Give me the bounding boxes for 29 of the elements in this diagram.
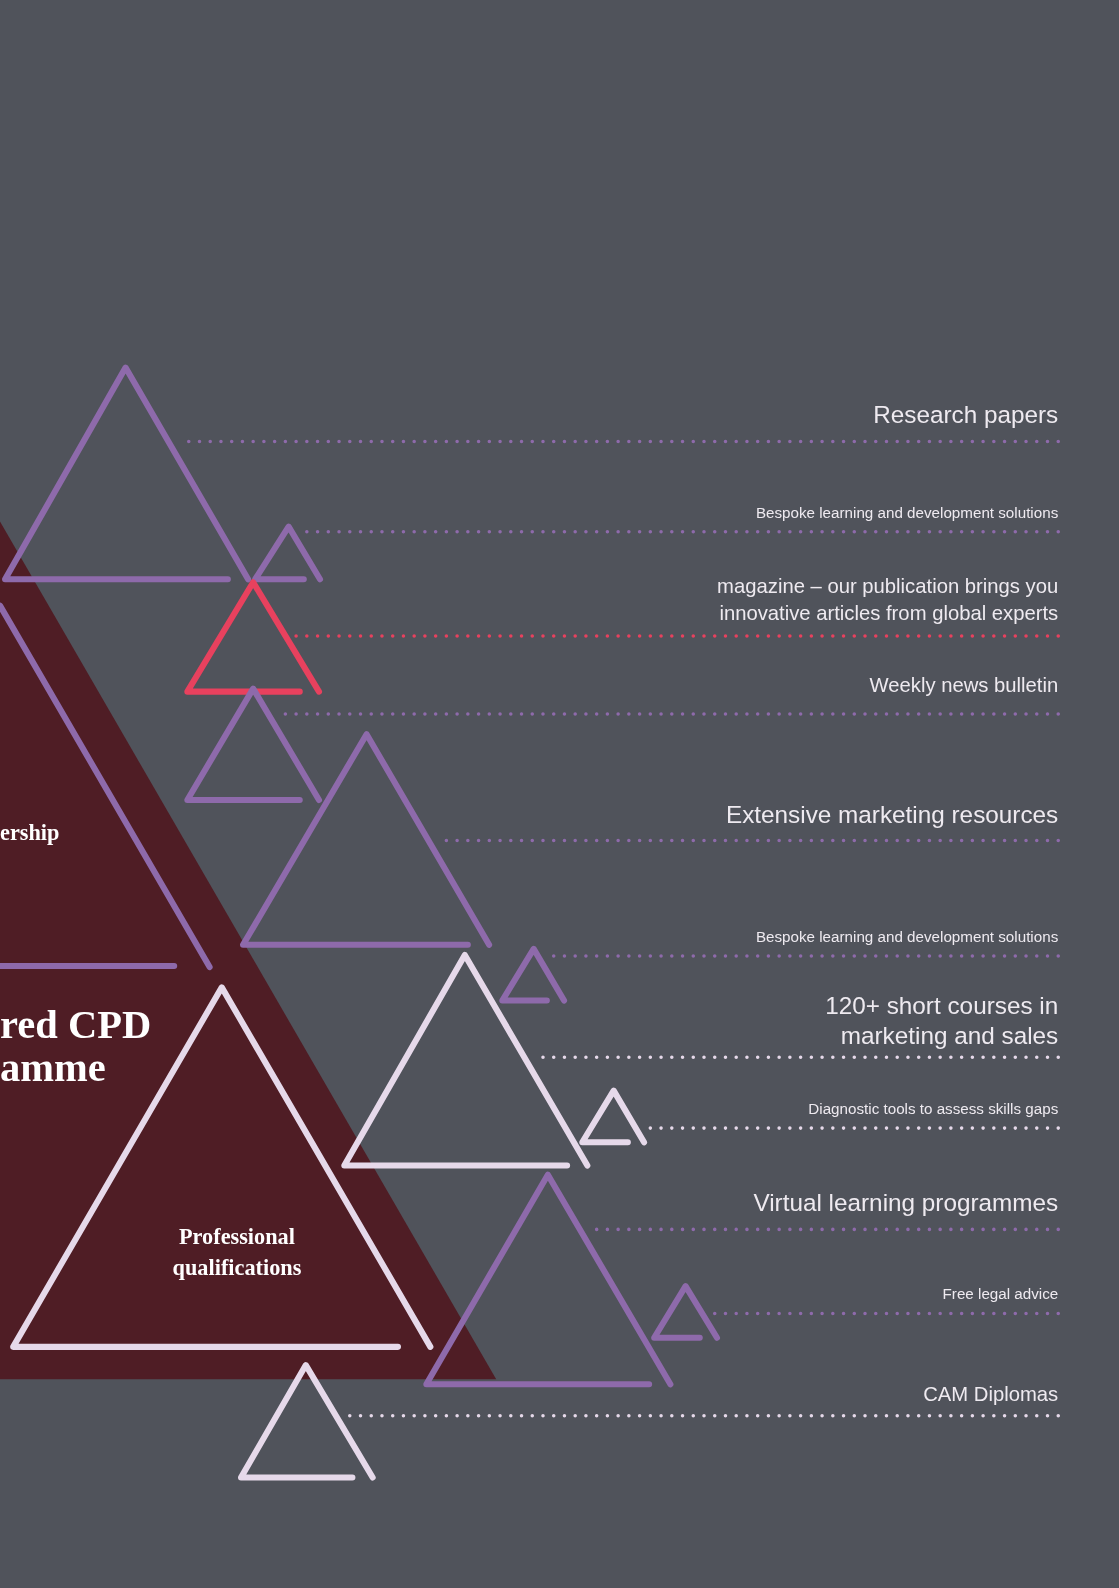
triangle-outline [650,1282,721,1342]
item-label: Extensive marketing resources [725,800,1059,831]
triangle-outline [0,605,215,973]
triangle-outline [422,1170,675,1389]
leader-line [710,1311,1060,1316]
triangle-outline [183,578,324,696]
heading: red CPD amme [0,1003,153,1089]
leader-line [293,634,1060,638]
triangle-outline [340,950,592,1170]
segment-label: ership [0,818,61,847]
item-label: 120+ short courses in marketing and sales [784,990,1059,1052]
pyramid-band [0,521,497,1380]
triangle-outline [236,1361,377,1482]
item-label: Weekly news bulletin [869,671,1059,698]
item-label: Bespoke learning and development solutions [755,503,1059,524]
item-label: CAM Diplomas [923,1380,1059,1407]
triangle-outline [183,684,324,805]
item-label: Bespoke learning and development solutions [755,926,1059,947]
item-label: Free legal advice [942,1284,1059,1305]
triangle-outline [1,363,253,584]
triangle-outline [498,944,569,1005]
item-label: magazine – our publication brings you innovative articles from global experts [389,573,1059,626]
item-label: Research papers [873,400,1059,431]
item-label: Diagnostic tools to assess skills gaps [808,1098,1059,1119]
item-label: Virtual learning programmes [753,1187,1059,1219]
triangle-outline [239,730,494,949]
triangle-outline [578,1086,649,1147]
segment-label: Professional qualifications [171,1222,303,1282]
triangle-outline [251,522,325,584]
